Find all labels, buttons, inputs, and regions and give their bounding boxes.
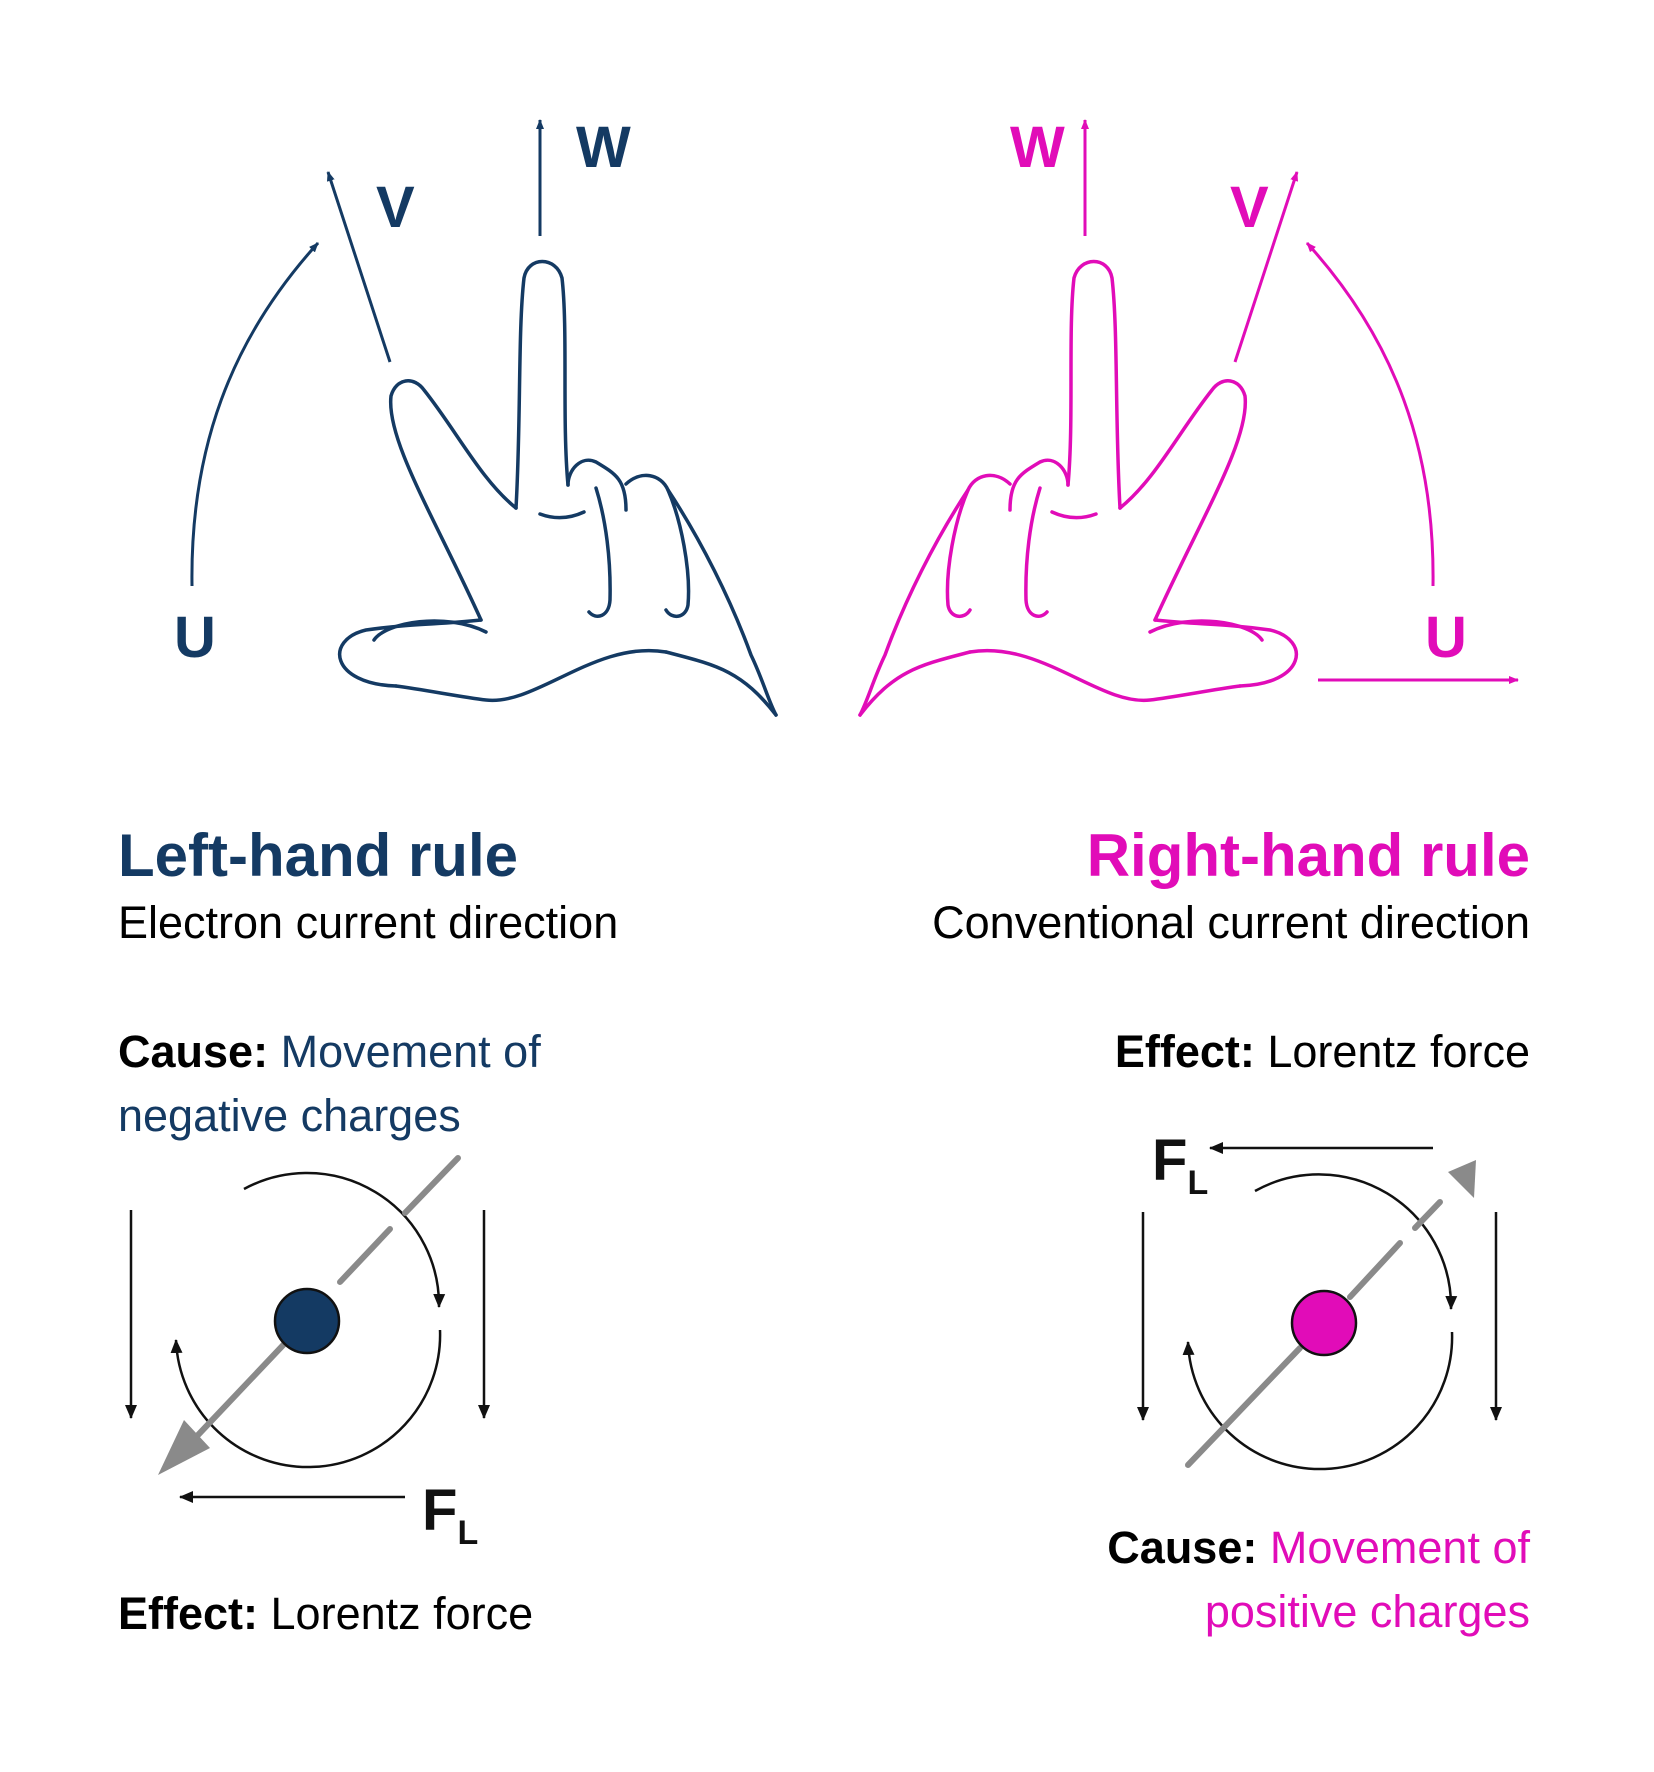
right-circle-arc-right: [1254, 1173, 1458, 1310]
right-cause-text-2: positive charges: [1204, 1586, 1530, 1637]
left-force-label: FL: [422, 1478, 478, 1552]
right-cause-block: Cause: Movement of positive charges: [1107, 1516, 1530, 1644]
left-hand-illustration: [337, 259, 778, 717]
right-circle-arc-left: [1182, 1331, 1454, 1471]
left-circle-arc-right: [243, 1171, 446, 1308]
right-axis-u-label: U: [1425, 605, 1467, 670]
left-axis-w-label: W: [576, 115, 631, 180]
right-effect-block: Effect: Lorentz force: [1115, 1020, 1530, 1084]
left-cause-line-1: Cause: Movement of: [118, 1020, 541, 1084]
left-cause-text-2: negative charges: [118, 1090, 461, 1141]
left-gray-arrowhead: [158, 1420, 210, 1475]
left-rule-subtitle: Electron current direction: [118, 897, 619, 948]
left-effect-block: Effect: Lorentz force: [118, 1582, 533, 1646]
right-u-arrow: [1305, 241, 1435, 587]
left-effect-text: Lorentz force: [270, 1588, 534, 1639]
right-force-label: FL: [1152, 1128, 1208, 1202]
right-conductor-dot: [1290, 1289, 1358, 1357]
left-conductor-dot: [273, 1287, 341, 1355]
left-cause-text-1: Movement of: [280, 1026, 541, 1077]
right-cause-text-1: Movement of: [1269, 1522, 1530, 1573]
right-effect-label: Effect:: [1114, 1026, 1255, 1077]
left-circle-arc-left: [170, 1329, 442, 1469]
right-hand-illustration: [858, 259, 1299, 717]
left-u-arrow: [190, 241, 320, 587]
left-rule-title: Left-hand rule: [118, 822, 518, 889]
left-axis-u-label: U: [174, 605, 216, 670]
right-gray-arrowhead: [1448, 1160, 1476, 1198]
left-cause-label: Cause:: [118, 1026, 269, 1077]
left-field-diagram: [125, 1171, 490, 1503]
left-v-arrow: [326, 171, 392, 363]
right-rule-subtitle: Conventional current direction: [932, 897, 1530, 948]
left-charge-path: [158, 1155, 461, 1475]
right-charge-path: [1185, 1160, 1476, 1468]
right-field-diagram: [1137, 1142, 1502, 1471]
left-effect-label: Effect:: [118, 1588, 259, 1639]
right-v-arrow: [1233, 171, 1299, 363]
right-axis-arrows: [1081, 119, 1519, 684]
right-axis-w-label: W: [1010, 115, 1065, 180]
right-cause-line-1: Cause: Movement of: [1107, 1516, 1530, 1580]
left-axis-v-label: V: [376, 175, 415, 240]
right-rule-title: Right-hand rule: [1086, 822, 1530, 889]
left-cause-block: Cause: Movement of negative charges: [118, 1020, 541, 1148]
left-axis-arrows: [190, 119, 544, 587]
right-axis-v-label: V: [1230, 175, 1269, 240]
right-cause-label: Cause:: [1107, 1522, 1258, 1573]
right-effect-text: Lorentz force: [1267, 1026, 1530, 1077]
